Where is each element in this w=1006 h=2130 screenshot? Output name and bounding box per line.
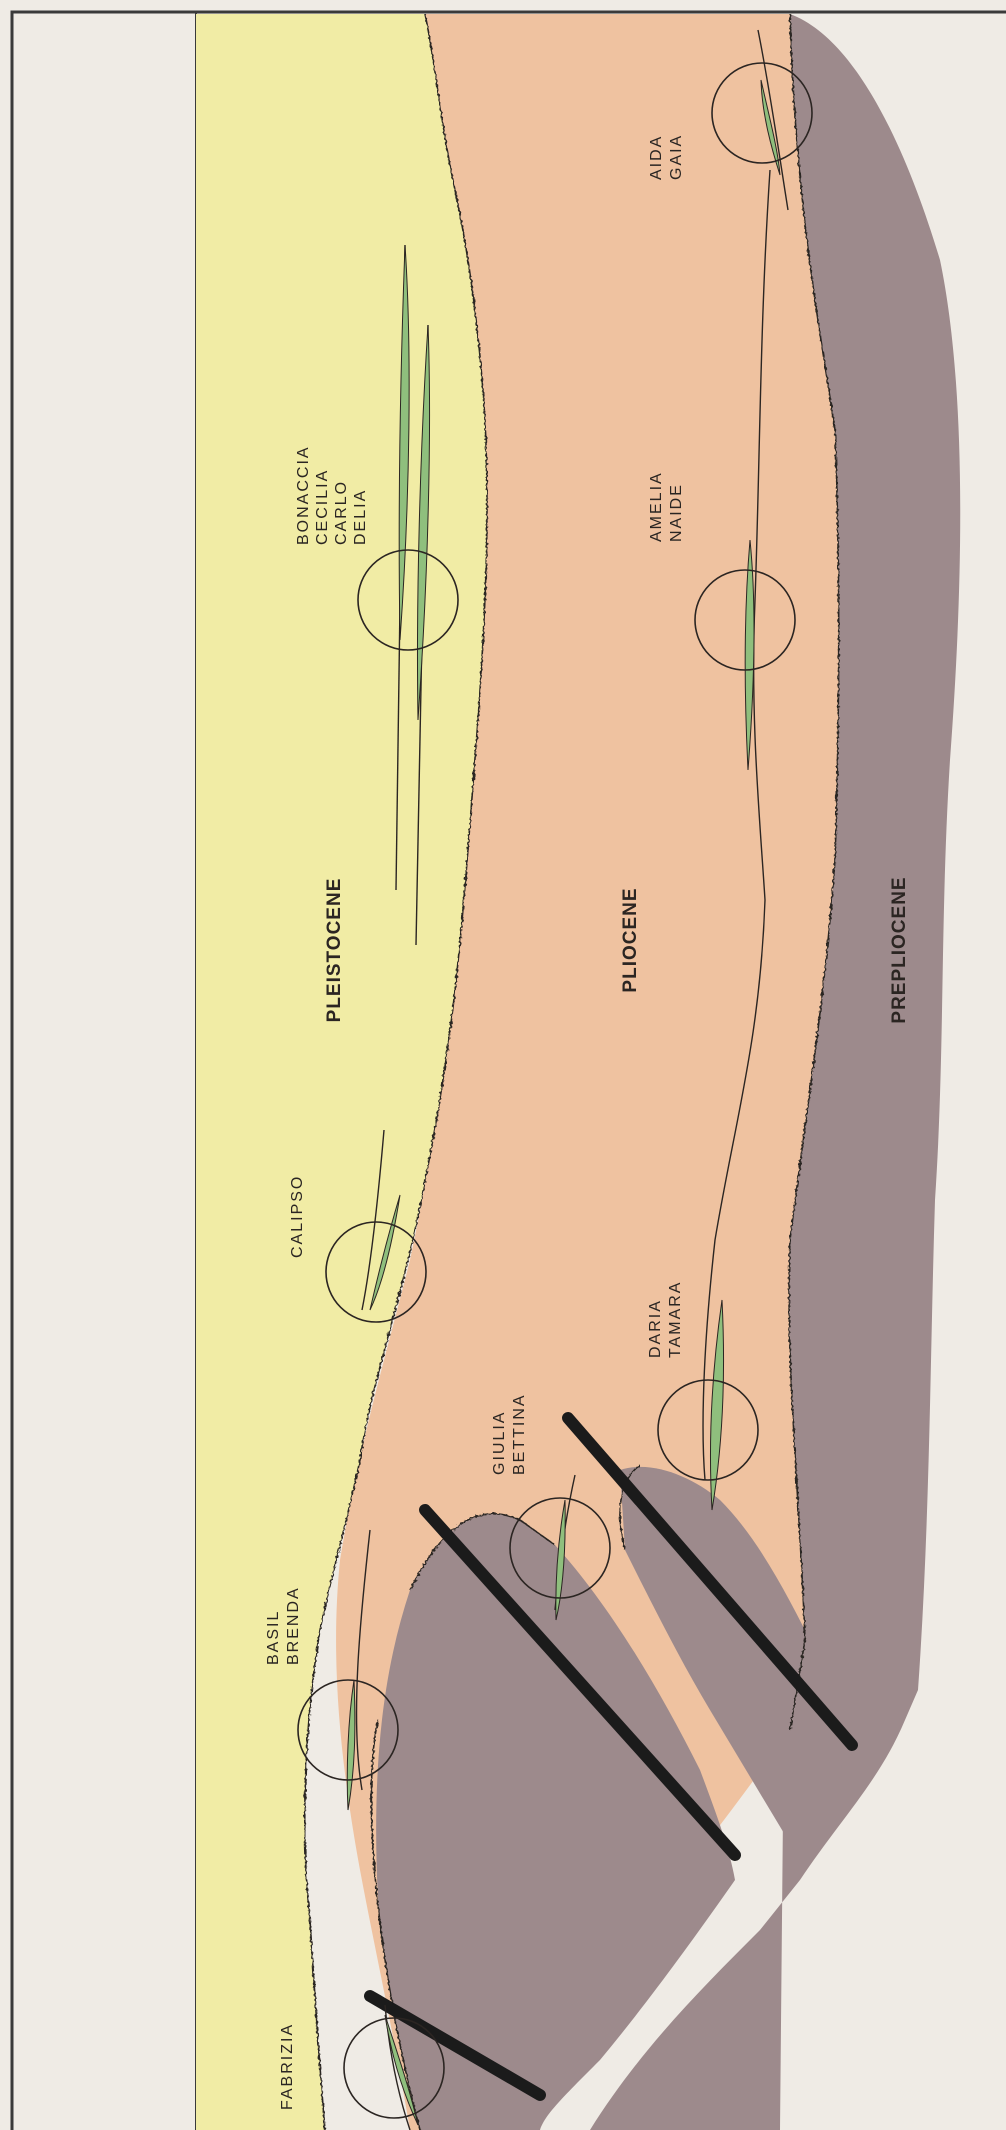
label-delia: DELIA: [352, 489, 369, 545]
label-calipso: CALIPSO: [289, 1175, 306, 1258]
label-aida: AIDA: [648, 135, 665, 180]
label-pliocene: PLIOCENE: [620, 887, 641, 992]
label-giulia: GIULIA: [491, 1411, 508, 1475]
label-pleistocene: PLEISTOCENE: [324, 878, 345, 1023]
label-basil: BASIL: [265, 1610, 282, 1665]
label-cecilia: CECILIA: [314, 469, 331, 545]
label-bettina: BETTINA: [511, 1393, 528, 1475]
label-carlo: CARLO: [333, 480, 350, 545]
label-amelia: AMELIA: [648, 471, 665, 542]
label-naide: NAIDE: [668, 483, 685, 542]
label-gaia: GAIA: [668, 134, 685, 180]
label-bonaccia: BONACCIA: [295, 445, 312, 545]
label-fabrizia: FABRIZIA: [279, 2023, 296, 2110]
label-prepliocene: PREPLIOCENE: [889, 876, 910, 1023]
label-tamara: TAMARA: [667, 1281, 684, 1358]
label-brenda: BRENDA: [285, 1586, 302, 1665]
label-daria: DARIA: [647, 1299, 664, 1358]
